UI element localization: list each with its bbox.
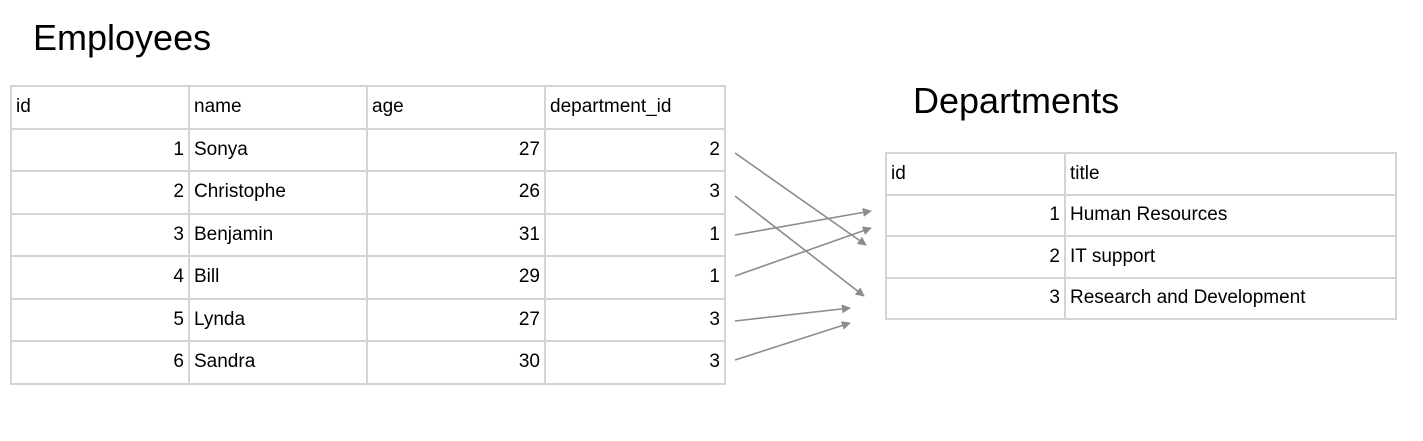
table-row: 1 Sonya 27 2 [10, 127, 726, 172]
table-row: 3 Benjamin 31 1 [10, 212, 726, 257]
employee-id-cell: 5 [10, 297, 190, 342]
table-header-row: id title [885, 152, 1397, 196]
department-title-cell: IT support [1064, 235, 1397, 279]
table-header-row: id name age department_id [10, 85, 726, 130]
employee-id-cell: 3 [10, 212, 190, 257]
employee-name-cell: Sandra [188, 340, 368, 385]
relation-arrow [734, 152, 867, 246]
relation-arrow [734, 321, 851, 361]
employee-name-cell: Bill [188, 255, 368, 300]
employee-department-id-cell: 1 [544, 255, 726, 300]
employee-department-id-cell: 3 [544, 340, 726, 385]
employee-name-cell: Lynda [188, 297, 368, 342]
column-header-name: name [188, 85, 368, 130]
relation-arrow [734, 304, 851, 322]
employees-title: Employees [33, 17, 212, 58]
table-row: 5 Lynda 27 3 [10, 297, 726, 342]
employee-age-cell: 30 [366, 340, 546, 385]
employee-age-cell: 26 [366, 170, 546, 215]
employee-name-cell: Sonya [188, 127, 368, 172]
employee-age-cell: 29 [366, 255, 546, 300]
table-row: 4 Bill 29 1 [10, 255, 726, 300]
table-row: 2 Christophe 26 3 [10, 170, 726, 215]
employee-id-cell: 4 [10, 255, 190, 300]
employee-name-cell: Benjamin [188, 212, 368, 257]
department-title-cell: Human Resources [1064, 193, 1397, 237]
relation-arrow [734, 207, 872, 236]
employee-age-cell: 27 [366, 297, 546, 342]
departments-title: Departments [913, 80, 1120, 121]
table-row: 2 IT support [885, 235, 1397, 279]
employee-department-id-cell: 3 [544, 170, 726, 215]
table-row: 6 Sandra 30 3 [10, 340, 726, 385]
department-title-cell: Research and Development [1064, 276, 1397, 320]
table-row: 3 Research and Development [885, 276, 1397, 320]
employee-age-cell: 27 [366, 127, 546, 172]
relation-arrow [734, 226, 872, 277]
department-id-cell: 2 [885, 235, 1066, 279]
column-header-department-id: department_id [544, 85, 726, 130]
employee-id-cell: 2 [10, 170, 190, 215]
column-header-age: age [366, 85, 546, 130]
employee-age-cell: 31 [366, 212, 546, 257]
column-header-id: id [885, 152, 1066, 196]
relation-arrow [734, 195, 865, 297]
employee-department-id-cell: 3 [544, 297, 726, 342]
departments-table: id title 1 Human Resources 2 IT support … [885, 152, 1397, 320]
employee-id-cell: 1 [10, 127, 190, 172]
employee-department-id-cell: 1 [544, 212, 726, 257]
employee-name-cell: Christophe [188, 170, 368, 215]
column-header-title: title [1064, 152, 1397, 196]
employee-department-id-cell: 2 [544, 127, 726, 172]
employee-id-cell: 6 [10, 340, 190, 385]
department-id-cell: 1 [885, 193, 1066, 237]
employees-table: id name age department_id 1 Sonya 27 2 2… [10, 85, 726, 385]
column-header-id: id [10, 85, 190, 130]
department-id-cell: 3 [885, 276, 1066, 320]
table-row: 1 Human Resources [885, 193, 1397, 237]
